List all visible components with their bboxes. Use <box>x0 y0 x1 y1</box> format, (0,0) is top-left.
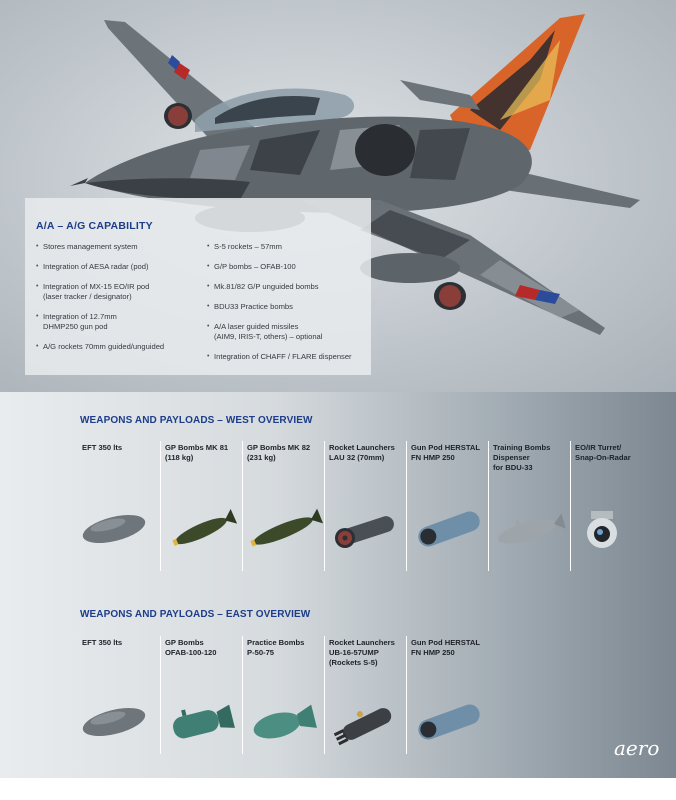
item-label: Rocket Launchers UB-16-57UMP (Rockets S-… <box>329 638 395 667</box>
practice-bomb-icon <box>253 704 317 739</box>
item-label: Gun Pod HERSTAL FN HMP 250 <box>411 443 481 462</box>
west-item-mk82: GP Bombs MK 82 (231 kg) <box>242 441 324 571</box>
air-intake <box>355 124 415 176</box>
rocket-launcher-icon <box>335 516 394 548</box>
gun-pod-icon <box>418 704 480 740</box>
capability-item: Integration of MX-15 EO/IR pod (laser tr… <box>36 282 206 302</box>
west-item-lau32: Rocket Launchers LAU 32 (70mm) <box>324 441 406 571</box>
rocket-launcher-ub16-icon <box>333 708 392 746</box>
hero-section: A/A – A/G CAPABILITY Stores management s… <box>0 0 676 392</box>
far-wing-roundel <box>174 62 190 80</box>
fuel-tank-icon <box>82 515 146 543</box>
capability-list-right: S-5 rockets – 57mm G/P bombs – OFAB-100 … <box>207 242 367 362</box>
capability-item: Integration of CHAFF / FLARE dispenser <box>207 352 367 362</box>
capability-item: Stores management system <box>36 242 206 252</box>
east-item-ub16: Rocket Launchers UB-16-57UMP (Rockets S-… <box>324 636 406 754</box>
item-label: Practice Bombs P-50-75 <box>247 638 305 657</box>
capability-item: BDU33 Practice bombs <box>207 302 367 312</box>
capability-panel: A/A – A/G CAPABILITY Stores management s… <box>25 198 371 375</box>
item-label: EFT 350 lts <box>82 443 123 452</box>
capability-item: Mk.81/82 G/P unguided bombs <box>207 282 367 292</box>
gun-pod-icon <box>418 511 480 547</box>
training-dispenser-icon <box>498 513 566 544</box>
bottom-strip <box>0 778 676 800</box>
item-label: GP Bombs MK 82 (231 kg) <box>247 443 311 462</box>
capability-item: S-5 rockets – 57mm <box>207 242 367 252</box>
item-label: Gun Pod HERSTAL FN HMP 250 <box>411 638 481 657</box>
west-item-training-dispenser: Training Bombs Dispenser for BDU-33 <box>488 441 570 571</box>
west-item-mk81: GP Bombs MK 81 (118 kg) <box>160 441 242 571</box>
bomb-ofab-icon <box>173 704 235 739</box>
item-label: EO/IR Turret/ Snap-On-Radar <box>575 443 631 462</box>
east-item-gunpod: Gun Pod HERSTAL FN HMP 250 <box>406 636 488 754</box>
capability-list-left: Stores management system Integration of … <box>36 242 206 352</box>
capability-item: A/G rockets 70mm guided/unguided <box>36 342 206 352</box>
west-item-gunpod: Gun Pod HERSTAL FN HMP 250 <box>406 441 488 571</box>
eo-ir-turret-icon <box>587 511 617 548</box>
fuel-tank-icon <box>82 708 146 736</box>
east-overview-title: WEAPONS AND PAYLOADS – EAST OVERVIEW <box>80 609 311 620</box>
item-label: Training Bombs Dispenser for BDU-33 <box>493 443 551 472</box>
aero-logo: aero <box>614 736 660 760</box>
east-weapons-grid: EFT 350 lts GP Bombs OFAB-100-120 Practi… <box>78 636 488 754</box>
capability-item: G/P bombs – OFAB-100 <box>207 262 367 272</box>
capability-item: Integration of AESA radar (pod) <box>36 262 206 272</box>
east-item-p5075: Practice Bombs P-50-75 <box>242 636 324 754</box>
west-weapons-grid: EFT 350 lts GP Bombs MK 81 (118 kg) GP B… <box>78 441 652 571</box>
bomb-mk81-icon <box>172 509 238 546</box>
east-item-eft350: EFT 350 lts <box>78 636 160 754</box>
item-label: GP Bombs MK 81 (118 kg) <box>165 443 229 462</box>
item-label: Rocket Launchers LAU 32 (70mm) <box>329 443 395 462</box>
capability-item: Integration of 12.7mm DHMP250 gun pod <box>36 312 206 332</box>
west-item-eft350: EFT 350 lts <box>78 441 160 571</box>
east-item-ofab: GP Bombs OFAB-100-120 <box>160 636 242 754</box>
underwing-fuel-tank-near <box>360 253 460 283</box>
l39-skyfox-jet-illustration <box>70 14 640 335</box>
item-label: GP Bombs OFAB-100-120 <box>165 638 217 657</box>
item-label: EFT 350 lts <box>82 638 123 647</box>
capability-item: A/A laser guided missiles (AIM9, IRIS-T,… <box>207 322 367 342</box>
west-item-eoir-turret: EO/IR Turret/ Snap-On-Radar <box>570 441 652 571</box>
capability-title: A/A – A/G CAPABILITY <box>36 220 153 232</box>
bomb-mk82-icon <box>250 508 324 547</box>
west-overview-title: WEAPONS AND PAYLOADS – WEST OVERVIEW <box>80 415 313 426</box>
